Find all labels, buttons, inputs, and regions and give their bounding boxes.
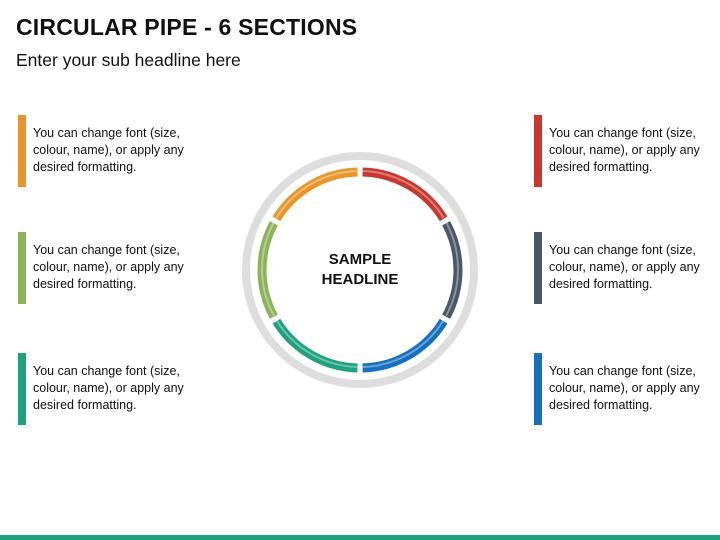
circular-pipe-diagram: SAMPLE HEADLINE: [240, 150, 480, 390]
ring-graphic: [242, 152, 478, 388]
callout-left-bottom: You can change font (size, colour, name)…: [18, 353, 208, 425]
callout-accent-bar: [18, 115, 26, 187]
callout-right-bottom: You can change font (size, colour, name)…: [534, 353, 720, 425]
outer-ring: [242, 152, 478, 388]
callout-text: You can change font (size, colour, name)…: [549, 364, 700, 412]
callout-text: You can change font (size, colour, name)…: [33, 126, 184, 174]
center-headline-line2: HEADLINE: [321, 271, 399, 288]
callout-accent-bar: [18, 353, 26, 425]
callout-left-top: You can change font (size, colour, name)…: [18, 115, 208, 187]
pipe-segment-orange: [272, 167, 358, 222]
callout-accent-bar: [534, 232, 542, 304]
callout-text: You can change font (size, colour, name)…: [549, 243, 700, 291]
pipe-segment-highlight: [362, 170, 445, 219]
pipe-segment-highlight: [275, 319, 358, 368]
callout-text: You can change font (size, colour, name)…: [549, 126, 700, 174]
pipe-segment-teal: [272, 318, 358, 373]
pipe-segment-highlight: [261, 221, 275, 317]
callout-right-top: You can change font (size, colour, name)…: [534, 115, 720, 187]
callout-left-mid: You can change font (size, colour, name)…: [18, 232, 208, 304]
pipe-segment-green: [257, 221, 278, 319]
slide-subtitle: Enter your sub headline here: [16, 50, 241, 70]
pipe-segment-red: [362, 167, 448, 222]
pipe-segment-slate: [442, 221, 463, 319]
pipe-segment-blue: [362, 318, 448, 373]
callout-accent-bar: [534, 353, 542, 425]
center-headline: SAMPLE HEADLINE: [280, 250, 440, 290]
callout-text: You can change font (size, colour, name)…: [33, 243, 184, 291]
pipe-segment-highlight: [445, 221, 459, 317]
callout-accent-bar: [18, 232, 26, 304]
callout-accent-bar: [534, 115, 542, 187]
slide-title: CIRCULAR PIPE - 6 SECTIONS: [16, 14, 358, 40]
pipe-segment-highlight: [362, 319, 445, 368]
center-headline-line1: SAMPLE: [328, 251, 392, 268]
footer-accent-bar: [0, 535, 720, 540]
callout-right-mid: You can change font (size, colour, name)…: [534, 232, 720, 304]
pipe-segment-highlight: [275, 170, 358, 219]
callout-text: You can change font (size, colour, name)…: [33, 364, 184, 412]
